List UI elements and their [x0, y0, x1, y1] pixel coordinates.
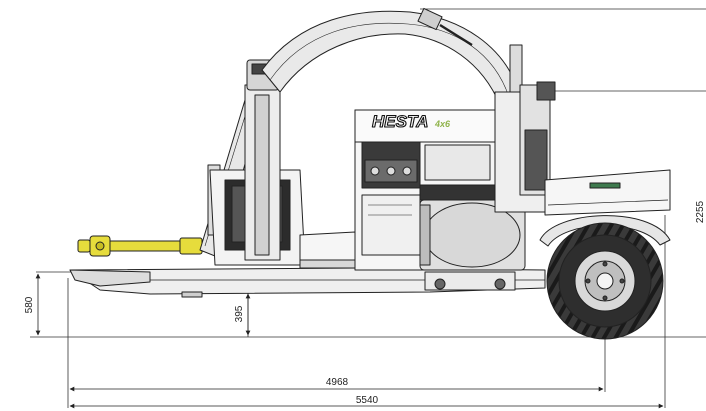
pto-shaft: [77, 235, 203, 257]
dimension-total-length: 5540: [356, 395, 379, 406]
dimension-overall-height: 2255: [695, 200, 706, 223]
rear-platform: [544, 169, 671, 216]
dimension-frame-clearance: 395: [234, 305, 245, 322]
fender: [539, 215, 671, 247]
dimension-axle-to-front: 4968: [326, 377, 349, 388]
dimension-lines: [35, 273, 664, 409]
drawbar: [69, 269, 151, 287]
logo-text: HESTA: [372, 112, 428, 131]
wood-chipper: HESTA 4x6: [69, 7, 671, 340]
dimension-drawbar-height: 580: [24, 296, 35, 313]
logo-suffix: 4x6: [434, 119, 451, 129]
discharge-chute: [261, 10, 521, 106]
hydraulic-tank: [299, 231, 356, 265]
wheel: [546, 222, 664, 340]
